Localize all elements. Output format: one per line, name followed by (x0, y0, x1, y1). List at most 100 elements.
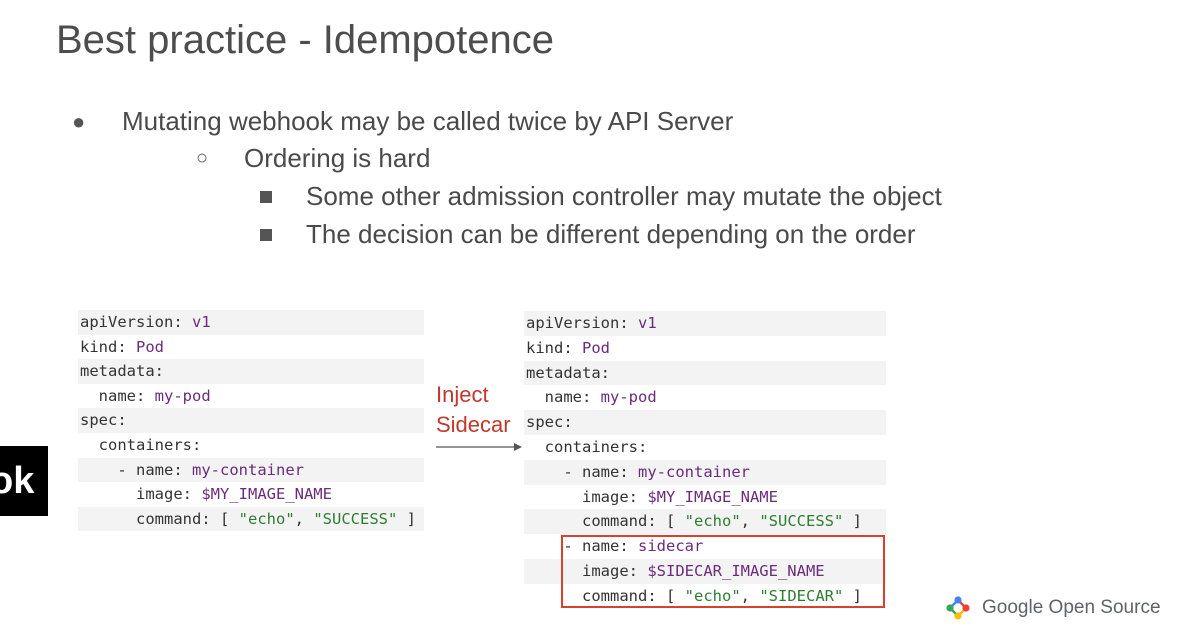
square-bullet-icon (260, 228, 272, 241)
code-value: $SIDECAR_IMAGE_NAME (647, 561, 825, 580)
bullet-text: Mutating webhook may be called twice by … (122, 106, 734, 136)
code-value: [ "echo", "SUCCESS" ] (666, 512, 863, 531)
code-separator: : (647, 512, 666, 531)
code-value: Pod (582, 338, 610, 357)
code-separator: : (619, 314, 638, 332)
code-line: spec: (78, 408, 424, 433)
code-line: kind: Pod (524, 336, 886, 361)
code-line: image: $MY_IMAGE_NAME (78, 482, 424, 507)
code-key: spec (526, 413, 564, 432)
code-separator: : (563, 338, 582, 357)
bullet-text: Ordering is hard (244, 143, 431, 173)
code-line: name: my-pod (524, 385, 886, 410)
code-key: image (80, 485, 183, 504)
code-line: apiVersion: v1 (78, 310, 424, 335)
code-value: v1 (192, 313, 211, 331)
code-key: kind (80, 337, 118, 356)
code-key: metadata (526, 363, 601, 382)
code-key: - name (526, 462, 620, 481)
code-key: metadata (80, 362, 155, 381)
code-key: command (526, 512, 648, 531)
code-separator: : (182, 485, 202, 504)
code-line: metadata: (524, 360, 886, 386)
code-line: image: $MY_IMAGE_NAME (524, 485, 886, 510)
google-open-source-logo-icon (946, 596, 970, 620)
code-key: spec (80, 411, 118, 430)
code-key: containers (526, 437, 638, 456)
code-separator: : (117, 337, 136, 356)
arrow-right-icon (436, 443, 522, 451)
code-key: apiVersion (526, 314, 620, 332)
square-bullet-icon (260, 190, 272, 203)
code-separator: : (637, 437, 648, 456)
code-value: my-container (638, 462, 750, 481)
code-separator: : (173, 460, 192, 479)
code-key: containers (80, 435, 192, 454)
code-value: my-pod (154, 386, 211, 405)
code-value: Pod (136, 337, 164, 356)
side-tab-fragment: ok (0, 446, 48, 516)
code-key: - name (80, 460, 174, 479)
code-separator: : (582, 388, 601, 407)
code-key: name (526, 388, 582, 407)
code-line: image: $SIDECAR_IMAGE_NAME (524, 558, 886, 584)
code-line: metadata: (78, 359, 424, 384)
bullet-text: The decision can be different depending … (306, 219, 916, 249)
bullet-text: Some other admission controller may muta… (306, 181, 942, 211)
hollow-circle-bullet-icon: ○ (196, 147, 209, 169)
code-separator: : (191, 435, 202, 454)
code-value: [ "echo", "SUCCESS" ] (220, 509, 417, 528)
sidecar-highlight-box (561, 535, 885, 608)
code-line: command: [ "echo", "SIDECAR" ] (524, 584, 886, 609)
code-line: kind: Pod (78, 335, 424, 360)
code-value: my-pod (600, 388, 657, 407)
code-separator: : (136, 386, 155, 405)
code-value: v1 (638, 314, 657, 332)
code-key: name (80, 386, 136, 405)
side-tab-text: ok (0, 460, 35, 502)
code-separator: : (647, 586, 666, 605)
code-key: - name (526, 537, 620, 556)
code-separator: : (619, 537, 638, 556)
code-value: [ "echo", "SIDECAR" ] (666, 586, 863, 605)
code-key: image (526, 487, 629, 506)
arrow-label-line2: Sidecar (436, 412, 511, 437)
code-line: apiVersion: v1 (524, 311, 886, 336)
code-line: command: [ "echo", "SUCCESS" ] (78, 506, 424, 532)
code-separator: : (628, 561, 648, 580)
code-separator: : (173, 313, 192, 331)
code-key: kind (526, 338, 564, 357)
code-separator: : (563, 413, 573, 432)
code-line: containers: (78, 433, 424, 458)
code-line: command: [ "echo", "SUCCESS" ] (524, 509, 886, 535)
code-separator: : (628, 487, 648, 506)
code-value: my-container (192, 460, 304, 479)
code-separator: : (619, 462, 638, 481)
bullet-level2: ○ Ordering is hard (196, 143, 430, 174)
code-line: containers: (524, 435, 886, 460)
code-key: command (526, 586, 648, 605)
code-line: - name: my-container (78, 457, 424, 483)
code-separator: : (117, 411, 127, 430)
filled-circle-bullet-icon: ● (72, 108, 86, 134)
slide-title: Best practice - Idempotence (56, 18, 555, 62)
code-key: image (526, 561, 629, 580)
code-value: $MY_IMAGE_NAME (647, 487, 778, 506)
code-separator: : (600, 363, 610, 382)
code-line: - name: sidecar (524, 534, 886, 559)
code-separator: : (201, 509, 220, 528)
code-line: - name: my-container (524, 459, 886, 485)
code-value: $MY_IMAGE_NAME (201, 485, 332, 504)
code-value: sidecar (638, 537, 704, 556)
code-key: command (80, 509, 202, 528)
google-open-source-brand: Google Open Source (940, 590, 1161, 626)
arrow-label: Inject Sidecar (436, 380, 511, 440)
arrow-label-line1: Inject (436, 382, 489, 407)
bullet-level3: The decision can be different depending … (258, 219, 916, 250)
code-key: apiVersion (80, 313, 174, 331)
code-line: spec: (524, 410, 886, 435)
bullet-level3: Some other admission controller may muta… (258, 181, 942, 212)
code-line: name: my-pod (78, 384, 424, 409)
